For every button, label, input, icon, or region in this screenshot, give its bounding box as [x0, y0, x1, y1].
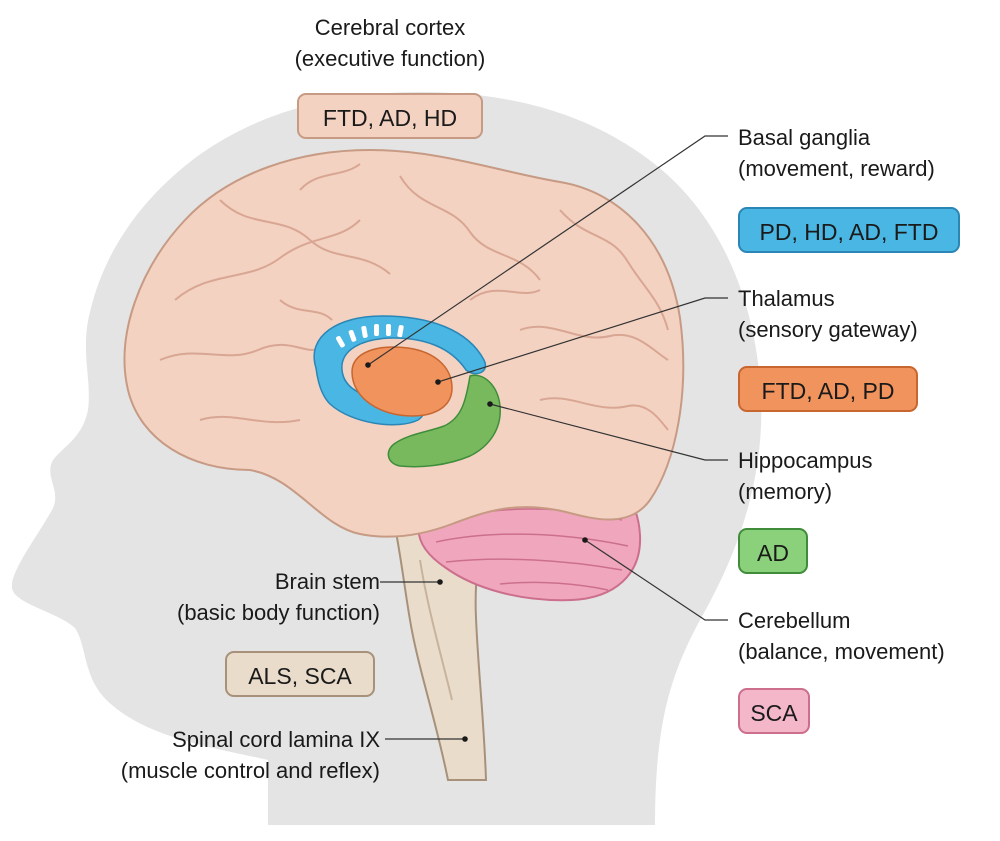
spinal-cord-label: Spinal cord lamina IX (muscle control an…	[40, 724, 380, 786]
thalamus-function: (sensory gateway)	[738, 314, 918, 345]
hippocampus-label: Hippocampus (memory)	[738, 445, 873, 507]
hippocampus-disease-badge: AD	[738, 528, 808, 574]
spinal-cord-name: Spinal cord lamina IX	[40, 724, 380, 755]
basal-ganglia-disease-badge: PD, HD, AD, FTD	[738, 207, 960, 253]
basal-ganglia-label: Basal ganglia (movement, reward)	[738, 122, 935, 184]
cerebellum-function: (balance, movement)	[738, 636, 945, 667]
cortex-disease-badge: FTD, AD, HD	[297, 93, 483, 139]
hippocampus-name: Hippocampus	[738, 445, 873, 476]
brain-stem-label: Brain stem (basic body function)	[110, 566, 380, 628]
cortex-label: Cerebral cortex (executive function)	[260, 12, 520, 74]
thalamus-label: Thalamus (sensory gateway)	[738, 283, 918, 345]
thalamus-disease-badge: FTD, AD, PD	[738, 366, 918, 412]
cortex-function: (executive function)	[260, 43, 520, 74]
cerebellum-name: Cerebellum	[738, 605, 945, 636]
cerebellum-disease-badge: SCA	[738, 688, 810, 734]
brain-stem-function: (basic body function)	[110, 597, 380, 628]
brain-stem-disease-badge: ALS, SCA	[225, 651, 375, 697]
cortex-name: Cerebral cortex	[260, 12, 520, 43]
basal-ganglia-name: Basal ganglia	[738, 122, 935, 153]
cerebellum-label: Cerebellum (balance, movement)	[738, 605, 945, 667]
spinal-cord-function: (muscle control and reflex)	[40, 755, 380, 786]
thalamus-name: Thalamus	[738, 283, 918, 314]
brain-stem-name: Brain stem	[110, 566, 380, 597]
basal-ganglia-function: (movement, reward)	[738, 153, 935, 184]
hippocampus-function: (memory)	[738, 476, 873, 507]
